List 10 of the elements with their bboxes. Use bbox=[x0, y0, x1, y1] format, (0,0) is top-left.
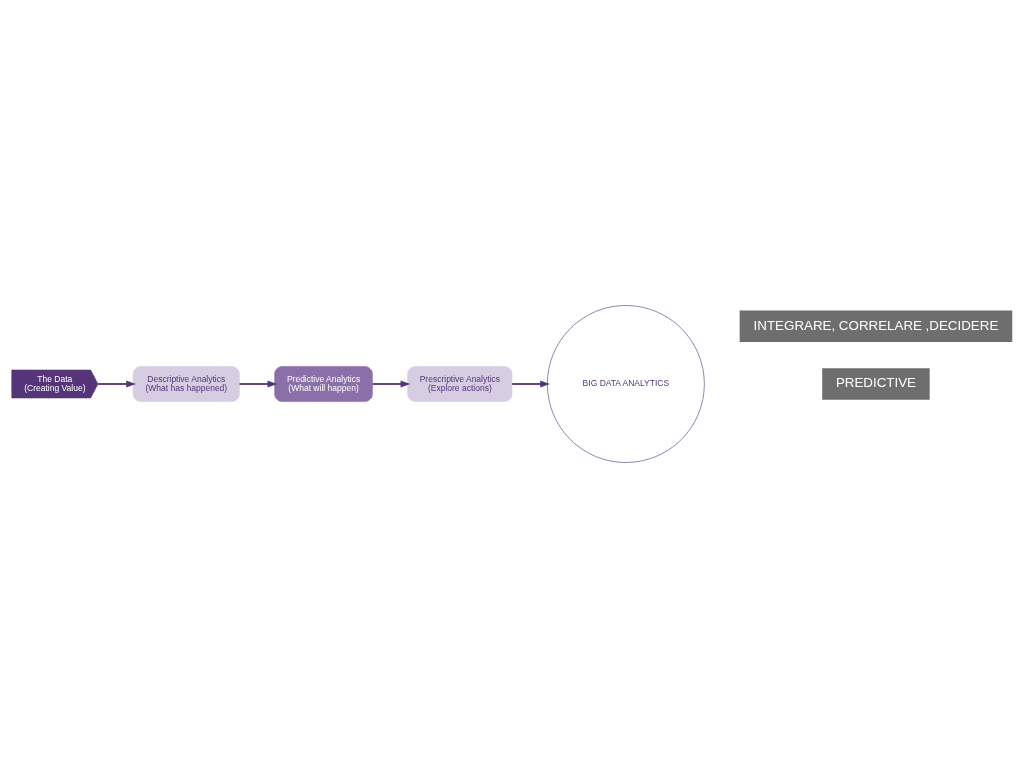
arrow bbox=[511, 380, 550, 388]
node-box: Predictive Analytics (What will happen) bbox=[274, 366, 373, 402]
label: PREDICTIVE bbox=[835, 375, 916, 391]
arrow bbox=[97, 380, 136, 388]
node-box: Descriptive Analytics (What has happened) bbox=[132, 366, 240, 402]
arrow bbox=[371, 380, 411, 388]
node-box: Prescriptive Analytics (Explore actions) bbox=[407, 366, 513, 402]
label: INTEGRARE, CORRELARE ,DECIDERE bbox=[753, 317, 999, 333]
arrow bbox=[238, 380, 278, 388]
node-circle: BIG DATA ANALYTICS bbox=[547, 305, 705, 463]
